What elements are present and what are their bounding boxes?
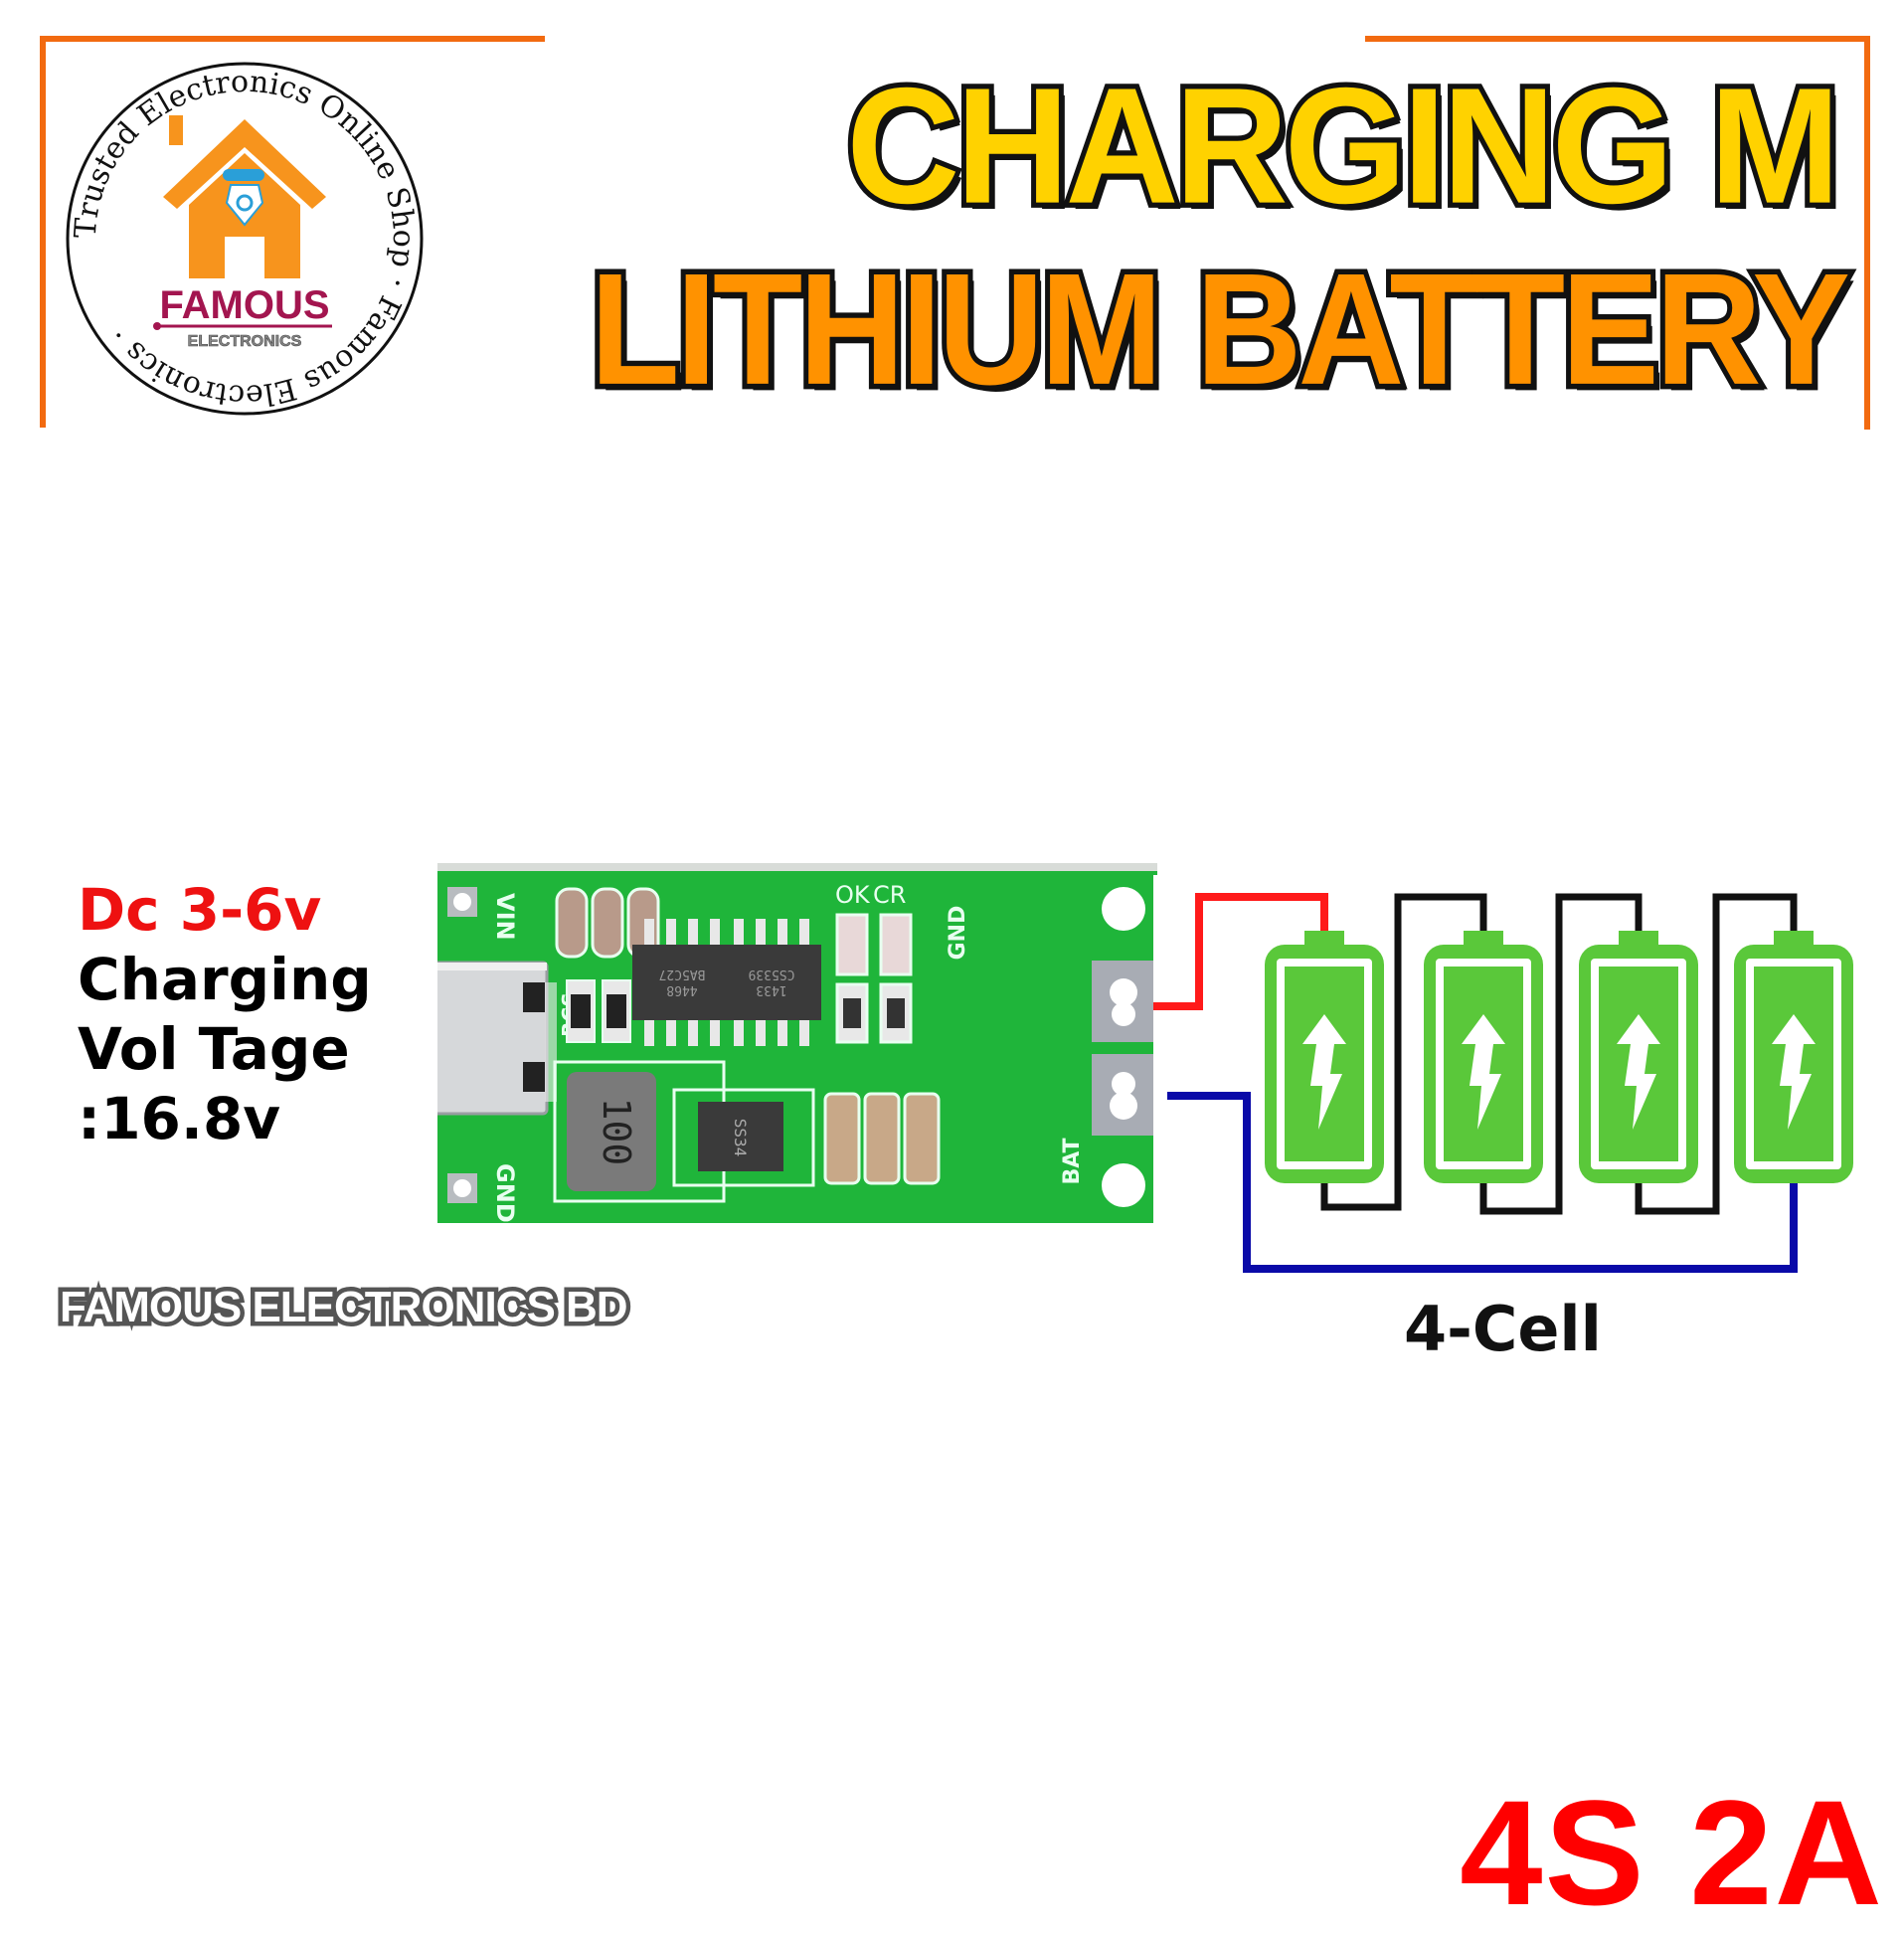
led-ok-icon: [835, 913, 869, 976]
inductor-icon: 100: [553, 1060, 726, 1203]
battery-cell-4: [1734, 931, 1853, 1183]
battery-cell-1: [1265, 931, 1384, 1183]
charge-bolt-icon: [1617, 1014, 1660, 1130]
positive-wire: [1153, 893, 1328, 1010]
title-line-2: LITHIUM BATTERY: [585, 241, 1855, 419]
spec-block: Dc 3-6v Charging Vol Tage :16.8v: [78, 875, 372, 1153]
watermark: FAMOUS ELECTRONICS BD: [56, 1279, 633, 1336]
frame-left: [40, 36, 46, 428]
house-icon: [163, 115, 326, 278]
rating-badge: 4S 2A: [1460, 1769, 1884, 1936]
label-vin: VIN: [491, 893, 519, 941]
battery-cell-2: [1424, 931, 1543, 1183]
led-cr-icon: [879, 913, 913, 976]
usb-c-port-icon: [406, 961, 557, 1116]
label-bat: BAT: [1060, 1138, 1085, 1184]
svg-text:SS34: SS34: [731, 1119, 750, 1157]
frame-top-right: [1365, 36, 1870, 42]
frame-top-left: [40, 36, 545, 42]
logo-brand: FAMOUS: [159, 283, 329, 327]
svg-text:BA5C27: BA5C27: [659, 967, 706, 981]
logo-sub-brand: ELECTRONICS: [188, 333, 302, 350]
label-ok: OK: [835, 881, 871, 909]
negative-wire: [1167, 1092, 1798, 1273]
input-voltage: Dc 3-6v: [78, 876, 322, 944]
svg-text:100: 100: [595, 1098, 638, 1166]
output-voltage: :16.8v: [78, 1085, 281, 1152]
spec-label-1: Charging: [78, 946, 372, 1013]
battery-diagram-full: [1153, 875, 1889, 1283]
ic-chip-2: CS5339 1433: [722, 919, 821, 1046]
charge-bolt-icon: [1462, 1014, 1505, 1130]
title-line-1: CHARGING M: [841, 54, 1845, 239]
label-cr: CR: [873, 881, 906, 909]
diode-icon: SS34: [672, 1088, 815, 1187]
cell-count-label: 4-Cell: [1404, 1293, 1602, 1365]
shop-logo: Trusted Electronics Online Shop · Famous…: [62, 58, 428, 420]
battery-cell-3: [1579, 931, 1698, 1183]
frame-right: [1864, 36, 1870, 430]
charge-bolt-icon: [1772, 1014, 1816, 1130]
label-gnd-right: GND: [946, 906, 970, 961]
svg-text:1433: 1433: [756, 982, 786, 997]
charge-bolt-icon: [1302, 1014, 1346, 1130]
svg-text:4468: 4468: [666, 982, 697, 997]
spec-label-2: Vol Tage: [78, 1015, 350, 1083]
pcb-board: VIN GND RCS: [406, 863, 1157, 1223]
label-gnd-left: GND: [491, 1163, 519, 1223]
svg-text:CS5339: CS5339: [749, 967, 795, 981]
ic-chip-1: BA5C27 4468: [632, 919, 732, 1046]
